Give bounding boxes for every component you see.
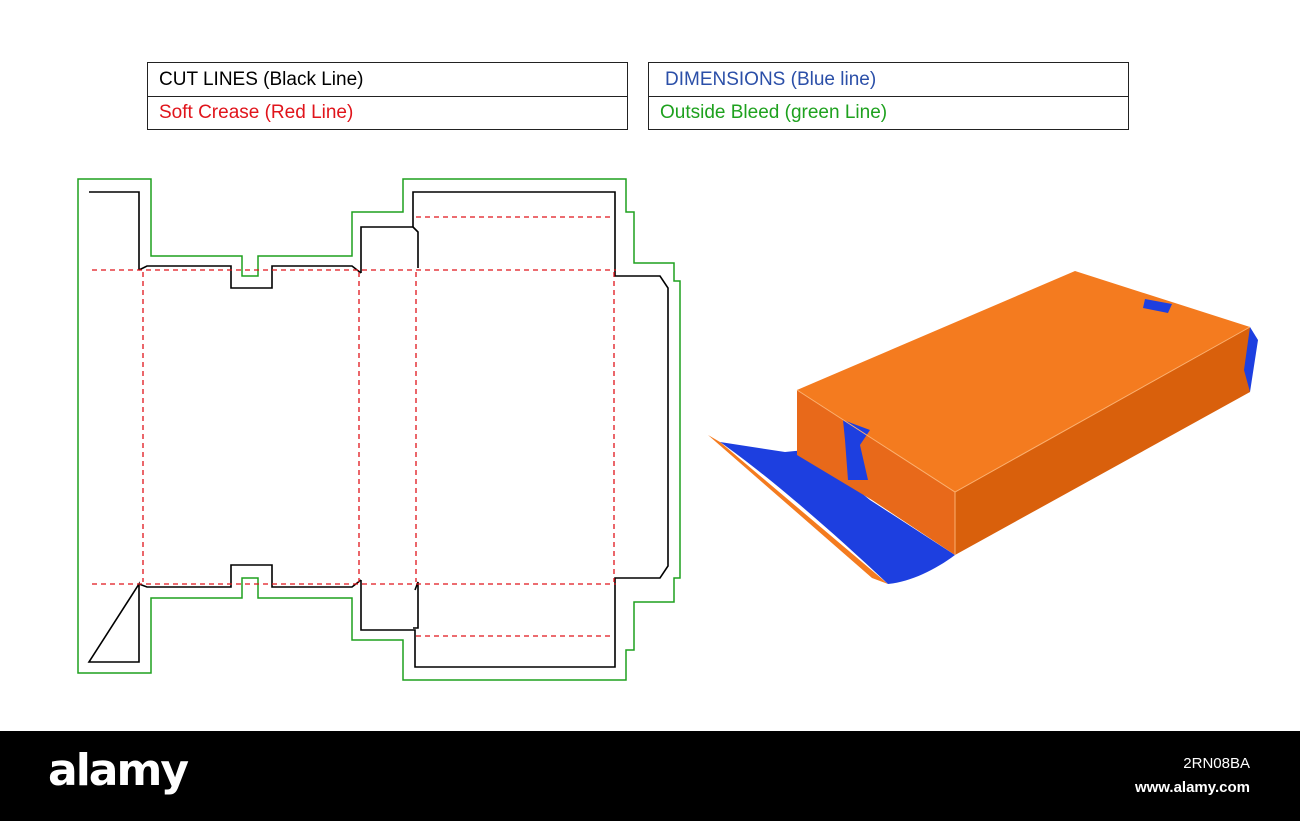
dieline-diagram — [77, 178, 681, 681]
box-tuck-flap — [843, 420, 870, 480]
box-lid-outer — [708, 435, 888, 584]
cut-line-side-panel — [360, 191, 669, 668]
legend-label-cut-lines: CUT LINES (Black Line) — [159, 68, 364, 90]
footer-image-id: 2RN08BA — [1183, 755, 1250, 772]
cut-line-top-edge — [138, 265, 362, 289]
legend-label-outside-bleed: Outside Bleed (green Line) — [660, 101, 888, 123]
box-end-tab — [1244, 327, 1258, 392]
footer-banner: alamy 2RN08BA www.alamy.com — [0, 731, 1300, 821]
bleed-outline — [77, 178, 681, 681]
crease-lines — [92, 216, 616, 637]
legend-box-left: CUT LINES (Black Line) Soft Crease (Red … — [147, 62, 628, 130]
legend-row-dimensions: DIMENSIONS (Blue line) — [649, 63, 1128, 97]
footer-logo[interactable]: alamy — [48, 745, 189, 796]
legend-label-dimensions: DIMENSIONS (Blue line) — [665, 68, 877, 90]
box-lid-inner — [720, 442, 955, 584]
legend-row-soft-crease: Soft Crease (Red Line) — [148, 96, 627, 129]
legend-row-outside-bleed: Outside Bleed (green Line) — [649, 96, 1128, 129]
footer-url[interactable]: www.alamy.com — [1134, 779, 1250, 796]
box-slot-top — [1143, 299, 1172, 313]
box-top-face — [797, 271, 1250, 492]
legend-box-right: DIMENSIONS (Blue line) Outside Bleed (gr… — [648, 62, 1129, 130]
box-front-face — [797, 390, 955, 555]
cut-line-lid-notches — [412, 226, 419, 629]
cut-line-glue-flap — [87, 191, 140, 663]
cut-line-bottom-edge — [138, 564, 362, 588]
box-side-face — [955, 327, 1250, 555]
box-3d-mockup — [708, 271, 1258, 584]
legend-label-soft-crease: Soft Crease (Red Line) — [159, 101, 354, 123]
legend-row-cut-lines: CUT LINES (Black Line) — [148, 63, 627, 97]
